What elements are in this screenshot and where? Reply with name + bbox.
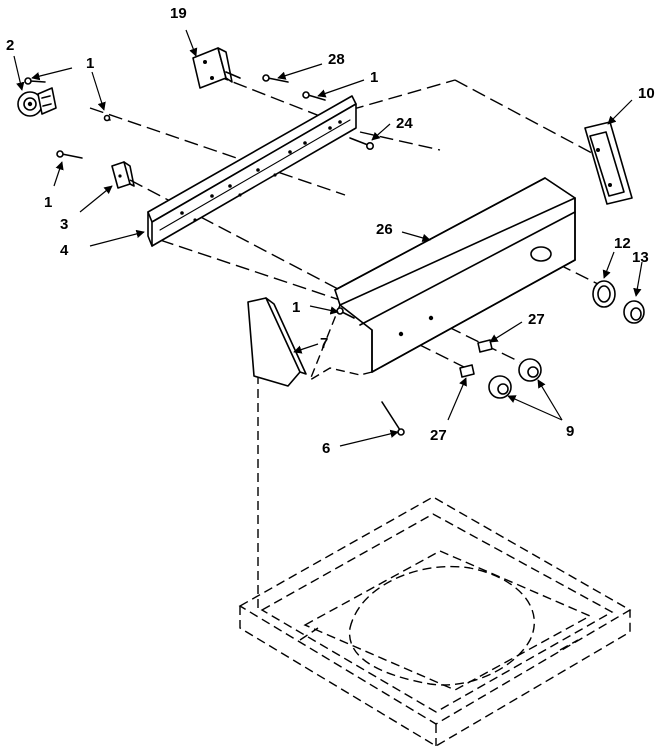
callout-27: 27 xyxy=(528,311,545,328)
callout-12: 12 xyxy=(614,235,631,252)
small-bracket xyxy=(111,161,135,189)
callout-4: 4 xyxy=(60,242,69,259)
spring-clips xyxy=(459,339,493,378)
callout-1: 1 xyxy=(44,194,52,211)
callout-2: 2 xyxy=(6,37,14,54)
callout-7: 7 xyxy=(320,335,328,352)
switch-part xyxy=(192,47,241,89)
alignment-lines-bracket xyxy=(89,74,606,371)
callout-labels: 2 1 19 28 1 24 1 3 4 10 26 12 13 1 7 6 2… xyxy=(6,5,655,457)
callout-1: 1 xyxy=(370,69,378,86)
end-cap xyxy=(247,297,307,387)
callout-13: 13 xyxy=(632,249,649,266)
callout-26: 26 xyxy=(376,221,393,238)
callout-27: 27 xyxy=(430,427,447,444)
control-knobs xyxy=(488,358,542,399)
callout-1: 1 xyxy=(292,299,300,316)
callout-6: 6 xyxy=(322,440,330,457)
callout-19: 19 xyxy=(170,5,187,22)
knob-assembly xyxy=(592,280,645,324)
cabinet-top-outline xyxy=(238,496,632,747)
callout-3: 3 xyxy=(60,216,68,233)
end-bracket xyxy=(584,121,633,205)
callout-28: 28 xyxy=(328,51,345,68)
callout-24: 24 xyxy=(396,115,413,132)
pressure-switch xyxy=(17,87,57,117)
callout-1: 1 xyxy=(86,55,94,72)
console-panel xyxy=(308,177,576,382)
callout-9: 9 xyxy=(566,423,574,440)
callout-10: 10 xyxy=(638,85,655,102)
mounting-bracket xyxy=(147,95,357,247)
leader-lines xyxy=(13,29,643,447)
